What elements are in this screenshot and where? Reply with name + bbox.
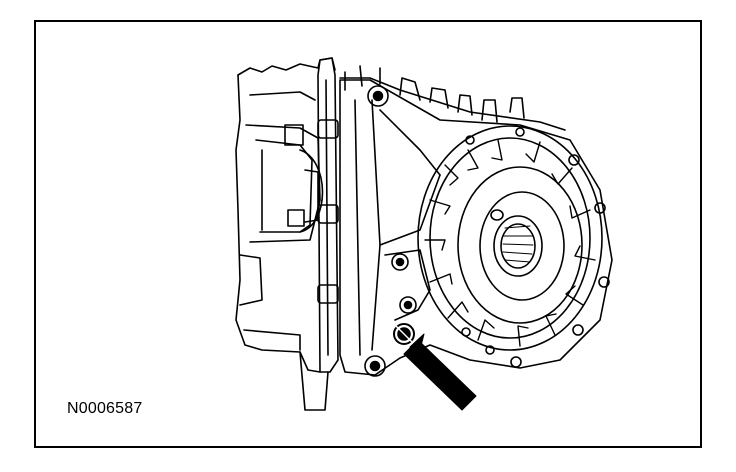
case-body — [339, 79, 613, 377]
figure-id-label: N0006587 — [67, 400, 143, 417]
callout-arrow-icon — [403, 333, 477, 411]
bolt-boss — [367, 85, 389, 107]
drain-plug — [393, 323, 415, 345]
top-ribs — [339, 65, 566, 131]
mounting-flange — [317, 57, 339, 373]
output-flange — [417, 125, 610, 368]
